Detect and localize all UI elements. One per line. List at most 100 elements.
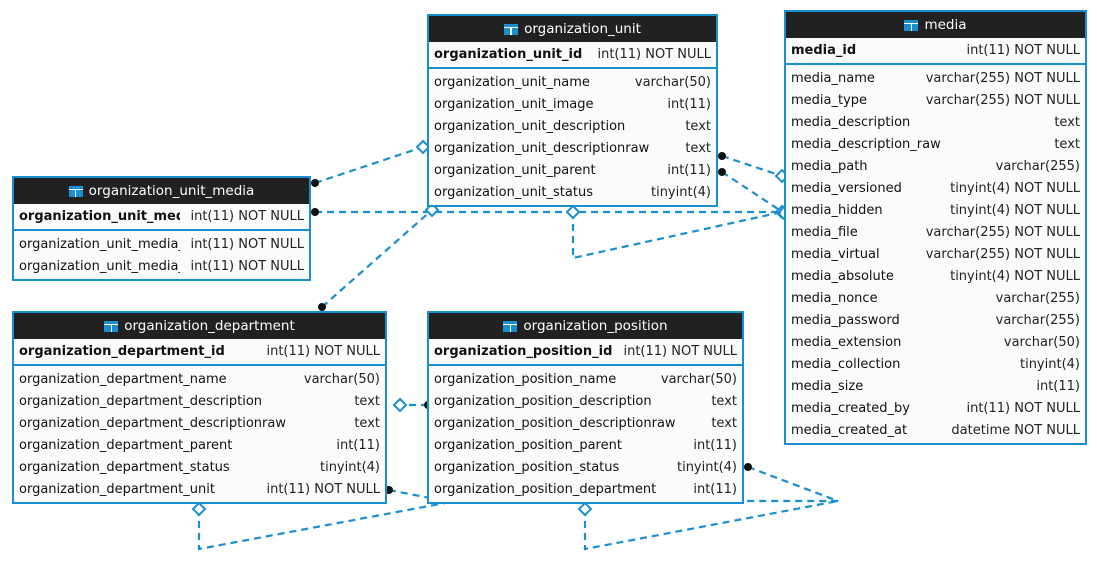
relationship-endpoint-dot [744, 463, 752, 471]
column-name: organization_unit_descriptionraw [434, 140, 650, 156]
column-type: tinyint(4) [676, 459, 737, 475]
table-row[interactable]: organization_unit_media_srcint(11) NOT N… [14, 233, 309, 255]
column-type: tinyint(4) [1019, 356, 1080, 372]
table-row[interactable]: organization_unit_media_dstint(11) NOT N… [14, 255, 309, 277]
table-row[interactable]: organization_unit_status tinyint(4) [429, 181, 716, 203]
table-header-organization_position[interactable]: organization_position [429, 313, 742, 339]
column-name: organization_position_name [434, 371, 617, 387]
relationship-endpoint-dot [311, 179, 319, 187]
relationship-endpoint-dot [718, 152, 726, 160]
relationship-endpoint-diamond [565, 204, 581, 220]
relationship-endpoint-diamond [191, 501, 207, 517]
column-type: int(11) [667, 162, 711, 178]
column-name: organization_unit_media_id [19, 209, 180, 224]
column-name: organization_unit_status [434, 184, 593, 200]
relationship-line [721, 154, 783, 178]
column-name: media_hidden [791, 202, 883, 218]
column-type: tinyint(4) [650, 184, 711, 200]
relationship-line [314, 145, 424, 185]
column-name: organization_department_name [19, 371, 227, 387]
relationship-rel-department-self-parent [191, 501, 446, 551]
column-name: organization_position_description [434, 393, 652, 409]
column-type: int(11) NOT NULL [190, 258, 304, 274]
column-name: media_name [791, 70, 875, 86]
table-row[interactable]: organization_unit_image int(11) [429, 93, 716, 115]
table-header-organization_unit_media[interactable]: organization_unit_media [14, 178, 309, 204]
column-type: datetime NOT NULL [951, 422, 1080, 438]
column-type: int(11) [667, 96, 711, 112]
relationship-line [321, 209, 433, 308]
table-header-organization_unit[interactable]: organization_unit [429, 16, 716, 42]
table-title: organization_unit_media [88, 183, 255, 199]
relationship-rel-unit-media-to-media [311, 204, 790, 220]
relationship-endpoint-dot [311, 208, 319, 216]
table-icon [504, 23, 519, 35]
column-name: organization_position_descriptionraw [434, 415, 676, 431]
relationship-rel-department-to-unit [318, 202, 440, 311]
table-header-media[interactable]: media [786, 12, 1085, 38]
table-row[interactable]: media_description text [786, 111, 1085, 133]
relationship-endpoint-dot [318, 303, 326, 311]
column-name: organization_position_parent [434, 437, 622, 453]
column-name: media_size [791, 378, 864, 394]
column-name: media_description [791, 114, 911, 130]
relationship-rel-unit-self-parent [565, 204, 783, 260]
column-name: media_password [791, 312, 900, 328]
column-type: int(11) NOT NULL [266, 481, 380, 497]
column-name: media_path [791, 158, 868, 174]
table-icon [904, 19, 919, 31]
column-name: organization_unit_image [434, 96, 594, 112]
column-type: text [685, 118, 711, 134]
column-name: organization_department_unit [19, 481, 215, 497]
table-header-organization_department[interactable]: organization_department [14, 313, 385, 339]
relationship-line [583, 499, 839, 551]
table-row[interactable]: organization_department_unit int(11) NOT … [14, 478, 385, 500]
column-name: media_nonce [791, 290, 878, 306]
column-type: text [1054, 114, 1080, 130]
relationship-rel-unit-media-to-unit [311, 139, 431, 187]
table-organization_unit_media[interactable]: organization_unit_media organization_unit… [12, 176, 311, 281]
